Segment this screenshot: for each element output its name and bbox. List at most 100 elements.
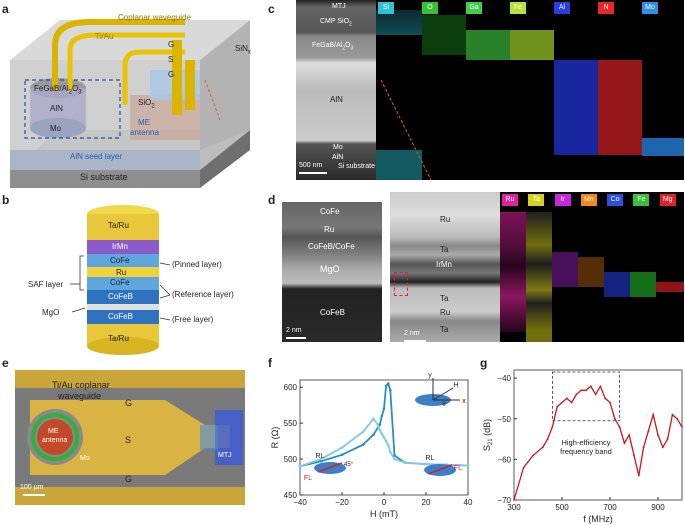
layer-label-6: CoFeB [108, 312, 133, 321]
point-f-1-12 [372, 417, 375, 421]
d-left-2: CoFeB/CoFe [308, 242, 355, 251]
layer-label-0: Ta/Ru [108, 221, 129, 230]
channel-d-fe: Fe [633, 194, 650, 206]
cpw2-label: waveguide [58, 391, 102, 401]
device-schematic [10, 19, 250, 188]
cmp-label: CMP SiO2 [320, 18, 352, 28]
map-ga [466, 30, 510, 60]
d-left-3: MgO [320, 264, 340, 274]
e-s: S [125, 435, 132, 445]
point-g-24 [642, 446, 645, 449]
point-f-1-11 [376, 423, 379, 426]
point-f-1-10 [378, 429, 382, 432]
e-mtj: MTJ [218, 452, 232, 459]
scale-d-left: 2 nm [286, 327, 302, 334]
mo-c-label: Mo [333, 144, 343, 151]
antenna-label: antenna [130, 128, 159, 137]
scalebar-e [23, 494, 45, 496]
band-annotation-2: frequency band [560, 447, 612, 456]
cpw-arc-outer [52, 19, 185, 90]
point-f-1-0 [466, 464, 470, 467]
map-mg [656, 282, 684, 292]
d-right-0: Ru [440, 215, 451, 224]
xticklabel-f-4: 40 [464, 498, 473, 507]
point-f-0-5 [378, 423, 382, 426]
d-left-4: CoFeB [320, 308, 345, 317]
point-g-25 [647, 430, 650, 432]
inset-rl-left: RL [316, 453, 325, 460]
yticklabel-f-3: 600 [284, 383, 298, 392]
layer-tari-top [87, 214, 159, 240]
point-g-26 [652, 413, 655, 416]
point-f-0-11 [393, 454, 396, 457]
point-f-0-6 [380, 414, 384, 418]
layer-ru [87, 267, 159, 277]
d-right-2: IrMn [436, 260, 452, 269]
aln-c-label: AlN [330, 95, 343, 104]
point-g-2 [532, 454, 535, 457]
xticklabel-f-2: 0 [382, 498, 387, 507]
channel-d-co: Co [607, 194, 624, 206]
map-al [554, 60, 598, 155]
si-label: Si substrate [80, 172, 128, 182]
point-f-1-3 [403, 461, 407, 464]
xticklabel-f-0: −40 [293, 498, 307, 507]
fegab-label: FeGaB/Al2O3 [34, 84, 82, 96]
coplanar-label: Coplanar waveguide [118, 13, 191, 22]
hrtem-left [282, 202, 382, 342]
channel-c-fe: Fe [510, 2, 526, 14]
scalebar-c [299, 172, 327, 174]
point-g-21 [628, 434, 631, 436]
sio2-label: SiO2 [138, 98, 155, 110]
si-substrate-front [10, 170, 200, 188]
scale-d-right: 2 nm [404, 330, 420, 337]
point-g-7 [561, 401, 563, 404]
point-g-10 [575, 393, 578, 396]
e-g2: G [125, 474, 133, 484]
mgo-label: MgO [42, 308, 60, 317]
layer-mgo [87, 304, 159, 310]
channel-d-ta: Ta [528, 194, 545, 206]
layer-cofeb-2 [87, 310, 159, 324]
xticklabel-g-1: 500 [555, 503, 569, 512]
fegab-c-label: FeGaB/Al2O3 [312, 42, 354, 52]
point-f-1-7 [384, 439, 388, 443]
inset-h [432, 387, 454, 401]
e-g1: G [125, 398, 133, 408]
point-f-0-4 [372, 433, 375, 436]
point-g-14 [594, 393, 597, 396]
optical-micrograph [15, 370, 245, 505]
d-right-3: Ta [440, 294, 449, 303]
ylabel-g: S21 (dB) [482, 419, 494, 451]
scalebar-d-left [286, 337, 306, 339]
d-left-1: Ru [324, 225, 335, 234]
point-g-32 [681, 425, 683, 428]
inset-theta-label: θ [442, 402, 446, 408]
point-f-0-7 [382, 407, 386, 411]
panel-label-e: e [2, 356, 9, 370]
inset-rl-right: RL [426, 455, 435, 462]
panel-label-g: g [480, 356, 488, 370]
yticklabel-g-1: −50 [497, 415, 511, 424]
point-g-31 [676, 417, 679, 420]
zoom-box-d [394, 272, 408, 296]
point-g-28 [661, 446, 664, 449]
channel-d-mn: Mn [580, 194, 597, 206]
si-substrate-side [200, 130, 250, 188]
s-label: S [168, 55, 174, 64]
point-g-6 [556, 405, 559, 408]
band-annotation-1: High-efficiency [561, 438, 610, 447]
seed-label: AlN seed layer [70, 152, 123, 161]
point-g-0 [513, 499, 515, 501]
channel-c-mo: Mo [642, 2, 658, 14]
point-g-15 [599, 385, 602, 388]
point-g-30 [671, 413, 674, 416]
mo-ring [31, 413, 79, 461]
cpw-post-g [185, 60, 195, 110]
point-g-19 [618, 425, 621, 428]
point-f-1-8 [382, 436, 386, 439]
panel-label-f: f [268, 356, 272, 370]
stack-brackets [70, 255, 171, 321]
point-f-0-1 [319, 459, 323, 463]
